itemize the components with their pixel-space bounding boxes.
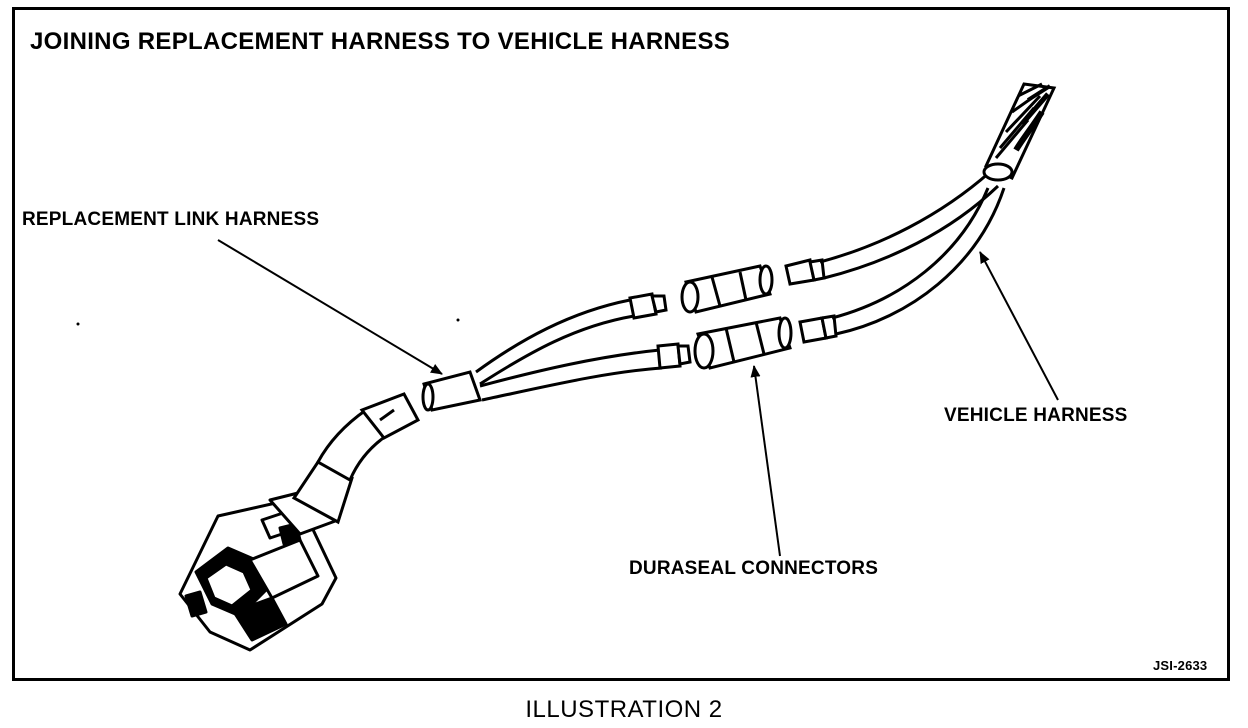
plug-connector xyxy=(178,486,340,652)
figure-code: JSI-2633 xyxy=(1153,658,1208,673)
duraseal-connector-lower xyxy=(693,316,793,370)
vehicle-wire-terminals xyxy=(784,258,838,344)
label-duraseal-connectors: DURASEAL CONNECTORS xyxy=(629,558,879,579)
label-vehicle-harness: VEHICLE HARNESS xyxy=(944,405,1128,426)
scan-dot xyxy=(456,318,460,322)
leader-arrows xyxy=(217,239,1059,557)
label-replacement-link-harness: REPLACEMENT LINK HARNESS xyxy=(22,209,320,230)
arrow-replacement-harness xyxy=(217,239,443,375)
arrow-vehicle-harness xyxy=(979,251,1059,401)
duraseal-connector-upper xyxy=(680,264,774,314)
figure-caption: ILLUSTRATION 2 xyxy=(525,696,723,723)
replacement-wires xyxy=(475,298,663,402)
arrow-duraseal xyxy=(750,365,781,557)
plug-boot xyxy=(291,392,421,525)
vehicle-wires xyxy=(819,170,1006,336)
replacement-harness-sleeve xyxy=(421,370,482,412)
diagram-title: JOINING REPLACEMENT HARNESS TO VEHICLE H… xyxy=(30,28,731,55)
vehicle-harness-bundle xyxy=(982,82,1057,182)
scan-dot xyxy=(76,322,80,326)
replacement-wire-terminals xyxy=(628,292,692,370)
